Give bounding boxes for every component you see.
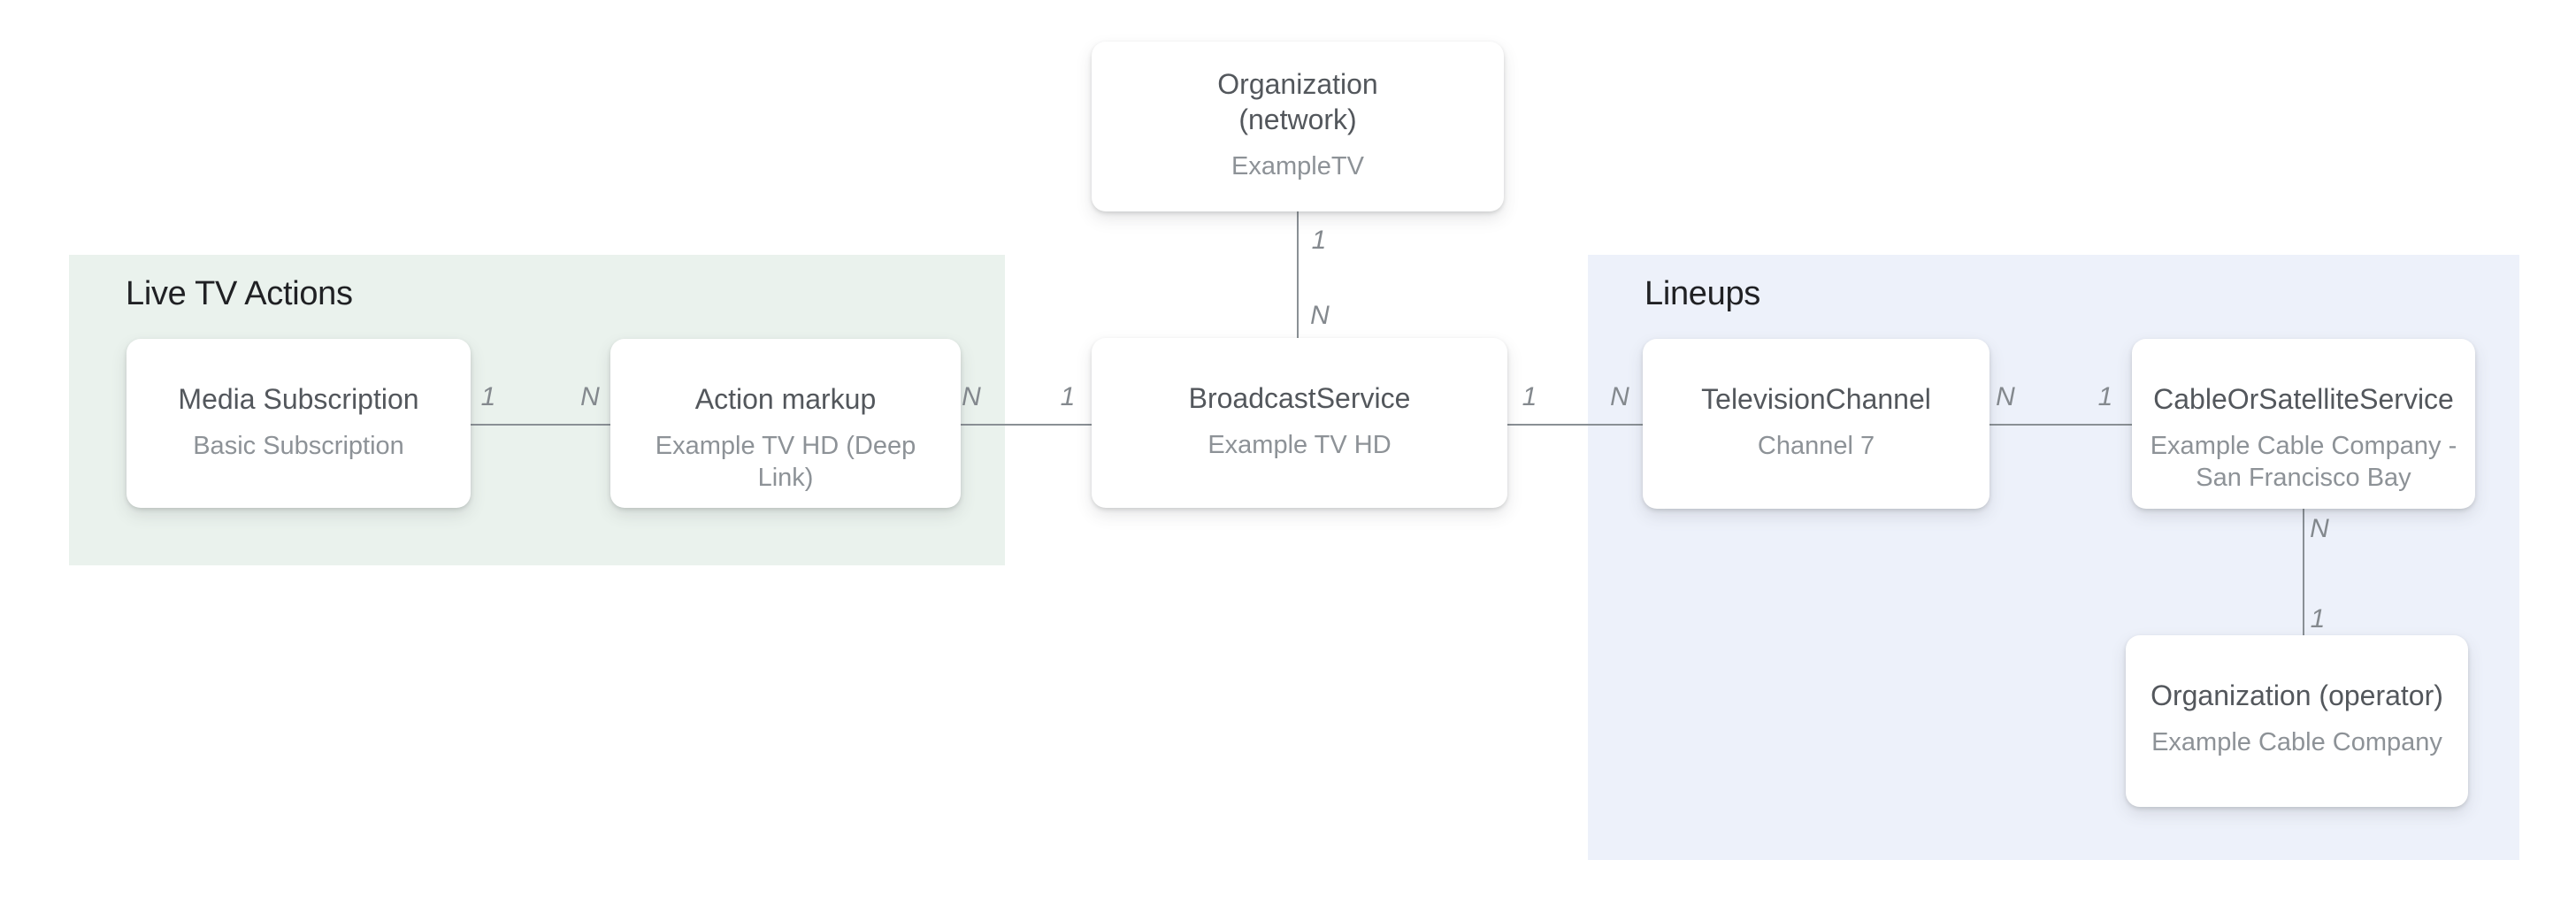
node-subtitle: Basic Subscription <box>193 432 404 460</box>
cardinality-label: 1 <box>1060 382 1076 411</box>
cardinality-label: N <box>962 382 981 411</box>
node-cable-or-satellite-service: CableOrSatelliteService Example Cable Co… <box>2132 339 2475 509</box>
edge-line-mediasubscription-actionmarkup <box>471 424 610 426</box>
node-title: Organization (network) <box>1217 68 1378 135</box>
node-television-channel: TelevisionChannel Channel 7 <box>1643 339 1990 509</box>
group-title-lineups: Lineups <box>1644 275 1761 312</box>
node-organization-network: Organization (network) ExampleTV <box>1092 42 1504 211</box>
cardinality-label: N <box>1996 382 2015 411</box>
cardinality-label: 1 <box>2310 604 2326 633</box>
cardinality-label: N <box>2310 514 2329 543</box>
node-broadcast-service: BroadcastService Example TV HD <box>1092 338 1507 508</box>
node-subtitle: Channel 7 <box>1757 432 1875 460</box>
edge-line-broadcastservice-televisionchannel <box>1507 424 1643 426</box>
node-subtitle: ExampleTV <box>1231 152 1364 180</box>
cardinality-label: N <box>580 382 600 411</box>
node-title: BroadcastService <box>1188 382 1411 414</box>
edge-line-actionmarkup-broadcastservice <box>961 424 1092 426</box>
node-title: Organization (operator) <box>2150 680 2443 711</box>
cardinality-label: 1 <box>1522 382 1537 411</box>
node-media-subscription: Media Subscription Basic Subscription <box>126 339 471 508</box>
cardinality-label: N <box>1310 301 1330 330</box>
node-title: TelevisionChannel <box>1701 383 1931 415</box>
cardinality-label: 1 <box>2097 382 2113 411</box>
cardinality-label: 1 <box>480 382 496 411</box>
node-subtitle: Example Cable Company - San Francisco Ba… <box>2150 432 2457 492</box>
node-title: CableOrSatelliteService <box>2153 383 2454 415</box>
node-title: Action markup <box>694 383 877 415</box>
edge-line-televisionchannel-cableorsatelliteservice <box>1990 424 2132 426</box>
node-title: Media Subscription <box>178 383 419 415</box>
edge-line-orgnetwork-broadcastservice <box>1297 211 1299 338</box>
node-action-markup: Action markup Example TV HD (Deep Link) <box>610 339 961 508</box>
cardinality-label: 1 <box>1311 226 1327 255</box>
cardinality-label: N <box>1610 382 1629 411</box>
node-organization-operator: Organization (operator) Example Cable Co… <box>2126 635 2468 807</box>
node-subtitle: Example TV HD (Deep Link) <box>655 432 916 492</box>
edge-line-cableorsatelliteservice-orgoperator <box>2303 509 2304 635</box>
group-title-live-tv-actions: Live TV Actions <box>126 275 353 312</box>
node-subtitle: Example TV HD <box>1208 431 1392 459</box>
node-subtitle: Example Cable Company <box>2151 728 2442 756</box>
